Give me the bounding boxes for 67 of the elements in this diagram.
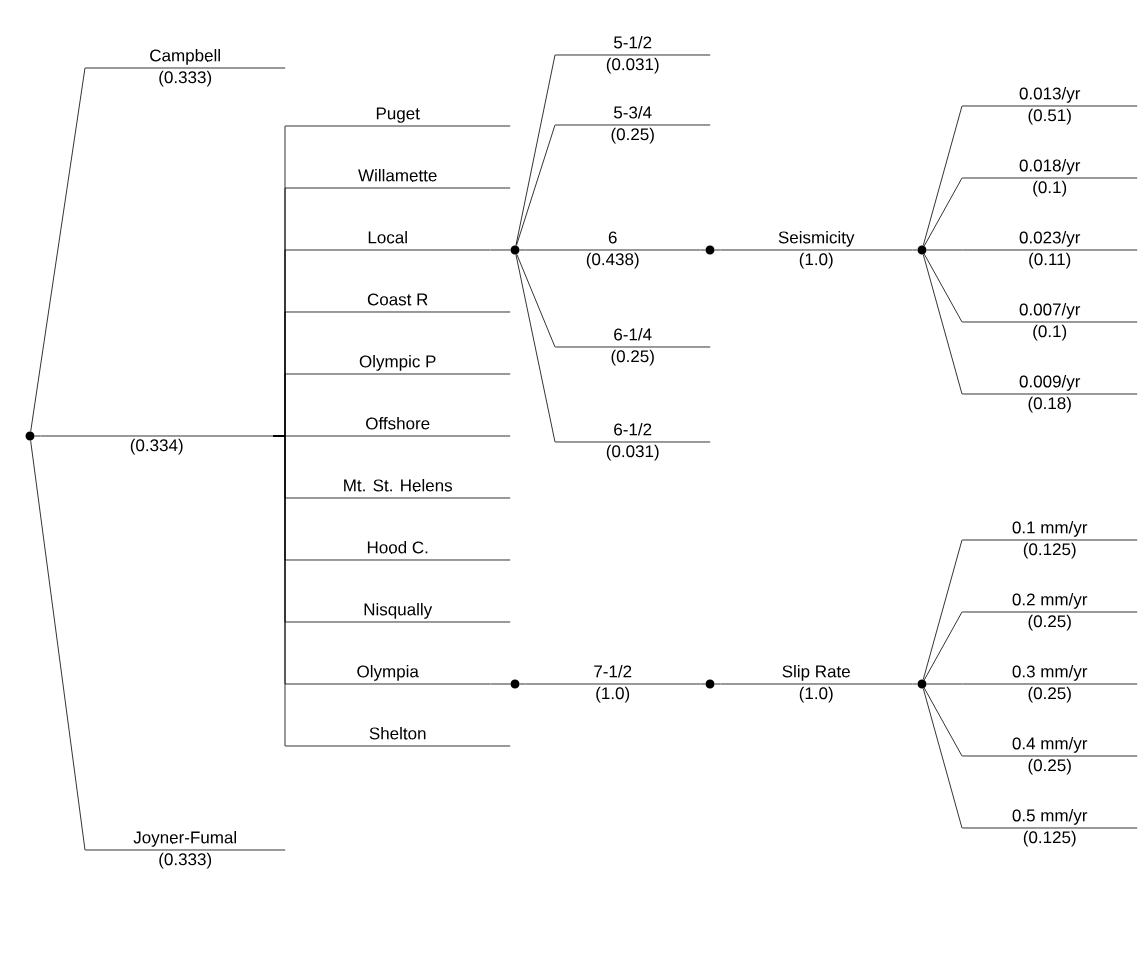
branch-point [705, 245, 715, 255]
branch-label: 6-1/2 (0.031) [554, 423, 711, 461]
branch-label: 0.3 mm/yr (0.25) [961, 665, 1138, 703]
branch-label: Willamette [284, 169, 511, 189]
branch-label: Slip Rate (1.0) [719, 665, 913, 703]
branch-line [490, 249, 511, 251]
branch-label: 0.018/yr (0.1) [961, 159, 1138, 197]
branch-point [917, 679, 927, 689]
branch-label: Seismicity (1.0) [719, 231, 913, 269]
branch-label: 5-3/4 (0.25) [554, 106, 711, 144]
branch-line [923, 687, 963, 757]
branch-line [30, 67, 86, 432]
branch-label: 0.4 mm/yr (0.25) [961, 737, 1138, 775]
branch-line [922, 105, 963, 246]
branch-point [705, 679, 715, 689]
branch-label: Coast R [284, 293, 511, 313]
branch-line [273, 435, 286, 747]
branch-label: Hood C. [284, 541, 511, 561]
branch-line [926, 249, 963, 251]
branch-line [519, 249, 526, 251]
branch-line [516, 124, 556, 246]
branch-label: 7-1/2 (1.0) [524, 665, 701, 703]
branch-line [714, 683, 721, 685]
branch-line [923, 611, 963, 681]
branch-line [912, 683, 918, 685]
branch-label: Joyner-Fumal (0.333) [84, 831, 286, 869]
branch-label: 0.1 mm/yr (0.125) [961, 521, 1138, 559]
branch-label: 0.5 mm/yr (0.125) [961, 809, 1138, 847]
branch-line [515, 54, 556, 246]
branch-label: 6 (0.438) [524, 231, 701, 269]
branch-line [515, 254, 556, 443]
branch-line [34, 435, 41, 437]
branch-line [923, 253, 963, 323]
branch-label: 0.009/yr (0.18) [961, 375, 1138, 413]
branch-label: Olympic P [284, 355, 511, 375]
branch-line [926, 683, 963, 685]
branch-point [510, 679, 520, 689]
branch-label: Offshore [284, 417, 511, 437]
branch-label: Nisqually [284, 603, 511, 623]
branch-label: 0.2 mm/yr (0.25) [961, 593, 1138, 631]
branch-label: Shelton [284, 727, 511, 747]
branch-label: Mt. St. Helens [284, 479, 511, 499]
branch-line [700, 683, 706, 685]
branch-label: Puget [284, 107, 511, 127]
branch-label: 5-1/2 (0.031) [554, 36, 711, 74]
branch-point [25, 431, 35, 441]
branch-label: 0.023/yr (0.11) [961, 231, 1138, 269]
branch-label: Local [284, 231, 491, 251]
branch-line [922, 688, 963, 829]
branch-label: 0.007/yr (0.1) [961, 303, 1138, 341]
branch-line [714, 249, 721, 251]
branch-label: (0.334) [39, 435, 274, 455]
branch-line [912, 249, 918, 251]
branch-label: 6-1/4 (0.25) [554, 328, 711, 366]
branch-label: Olympia [284, 665, 491, 685]
branch-line [700, 249, 706, 251]
branch-line [922, 254, 963, 395]
branch-line [490, 683, 511, 685]
branch-point [510, 245, 520, 255]
branch-label: Campbell (0.333) [84, 49, 286, 87]
branch-line [516, 253, 556, 348]
branch-line [30, 440, 86, 851]
branch-line [923, 177, 963, 247]
branch-line [519, 683, 526, 685]
branch-label: 0.013/yr (0.51) [961, 87, 1138, 125]
branch-point [917, 245, 927, 255]
branch-line [922, 539, 963, 680]
